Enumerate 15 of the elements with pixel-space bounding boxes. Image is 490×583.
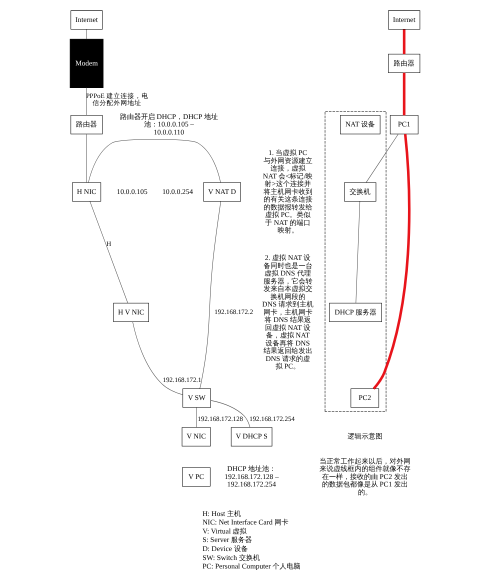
connector [196,407,197,428]
connector [132,322,183,396]
connector [402,72,406,116]
connector [402,30,406,54]
connector [90,201,128,304]
connector [86,88,87,116]
connector [86,29,87,40]
cluster [324,111,386,412]
connector [86,134,87,183]
connector [366,134,398,183]
connector [200,201,222,389]
connector [356,201,360,304]
connector [372,134,411,390]
connector [88,139,221,183]
connector [210,400,250,428]
